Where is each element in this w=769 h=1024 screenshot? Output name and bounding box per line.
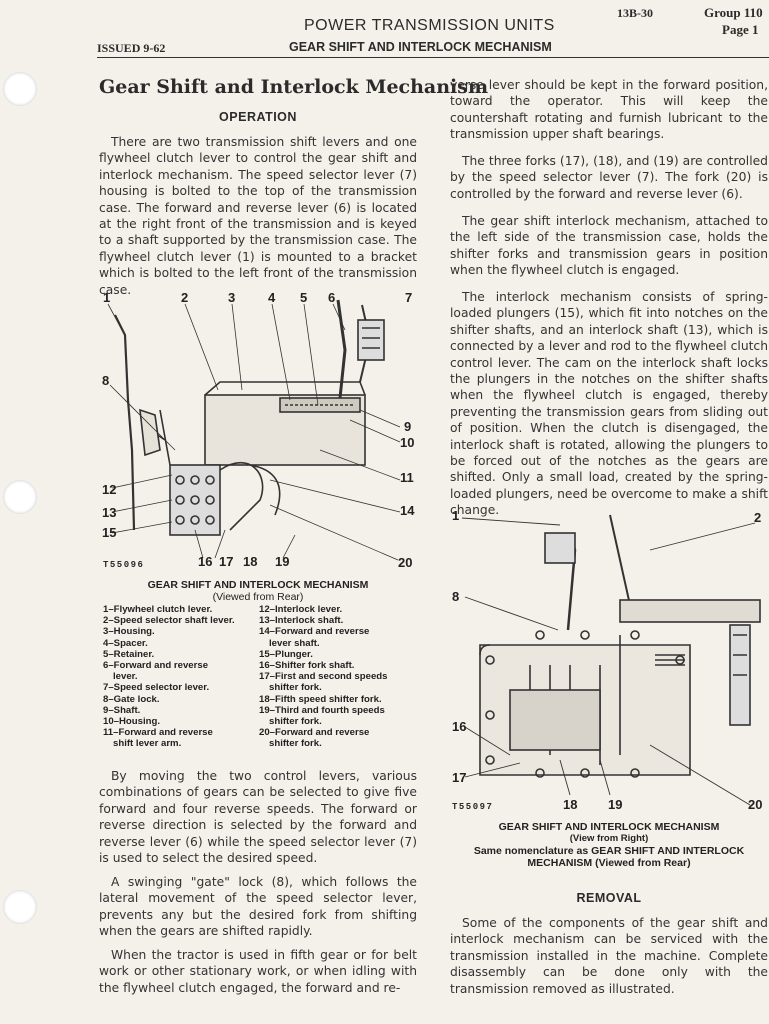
legend-item: 19–Third and fourth speeds — [259, 704, 385, 716]
fig2-callout-2: 2 — [754, 510, 762, 525]
fig2-callout-1: 1 — [452, 508, 460, 523]
page-subtitle: GEAR SHIFT AND INTERLOCK MECHANISM — [289, 40, 552, 54]
paragraph-interlock-attach: The gear shift interlock mechanism, atta… — [450, 214, 768, 278]
legend-item: 20–Forward and reverse — [259, 727, 370, 739]
binder-hole-top — [3, 72, 37, 106]
callout-19: 19 — [275, 554, 290, 569]
callout-3: 3 — [228, 290, 236, 305]
fig2-caption-note-1: Same nomenclature as GEAR SHIFT AND INTE… — [473, 845, 745, 857]
gearshift-rear-illustration — [107, 299, 401, 561]
page-label: Page 1 — [722, 22, 759, 37]
callout-6: 6 — [328, 290, 336, 305]
fig2-callout-16: 16 — [452, 719, 467, 734]
callout-11: 11 — [400, 470, 414, 485]
paragraph-forks: The three forks (17), (18), and (19) are… — [450, 154, 768, 201]
paragraph-combinations: By moving the two control levers, variou… — [99, 769, 417, 866]
gearshift-right-illustration — [461, 514, 761, 806]
callout-16: 16 — [198, 554, 213, 569]
legend-item: 12–Interlock lever. — [259, 604, 343, 615]
figure-caption-sub: (Viewed from Rear) — [212, 591, 304, 603]
paragraph-fifth-gear: When the tractor is used in fifth gear o… — [99, 948, 417, 995]
legend-item: 10–Housing. — [103, 716, 161, 728]
legend-item: lever shaft. — [269, 637, 320, 649]
legend-item: shifter fork. — [269, 716, 322, 728]
legend-item: shifter fork. — [269, 738, 322, 750]
paragraph-removal: Some of the components of the gear shift… — [450, 916, 768, 996]
legend-item: 2–Speed selector shaft lever. — [103, 615, 235, 627]
fig2-number: T55097 — [452, 802, 494, 812]
legend-item: 16–Shifter fork shaft. — [259, 660, 355, 672]
fig2-caption-sub: (View from Right) — [569, 833, 649, 844]
fig2-callout-19: 19 — [608, 797, 623, 812]
issued-label: ISSUED 9-62 — [97, 41, 166, 55]
legend-item: 1–Flywheel clutch lever. — [103, 604, 213, 615]
callout-1: 1 — [103, 290, 111, 305]
legend-item: lever. — [113, 671, 138, 683]
callout-14: 14 — [400, 503, 415, 518]
callout-15: 15 — [102, 525, 117, 540]
callout-4: 4 — [268, 290, 276, 305]
fig2-caption-note-2: MECHANISM (Viewed from Rear) — [527, 857, 691, 869]
legend-item: 17–First and second speeds — [259, 671, 388, 683]
legend-item: 5–Retainer. — [103, 648, 155, 660]
callout-9: 9 — [404, 419, 412, 434]
callout-8: 8 — [102, 373, 110, 388]
legend-item: 15–Plunger. — [259, 648, 313, 660]
fig2-caption: GEAR SHIFT AND INTERLOCK MECHANISM — [498, 821, 720, 833]
legend-item: shifter fork. — [269, 682, 322, 694]
callout-7: 7 — [405, 290, 413, 305]
callout-13: 13 — [102, 505, 117, 520]
header-rule — [97, 57, 769, 58]
legend-item: 7–Speed selector lever. — [103, 682, 210, 694]
paragraph-gate-lock: A swinging "gate" lock (8), which follow… — [99, 875, 417, 939]
legend-item: 13–Interlock shaft. — [259, 615, 344, 627]
legend-item: 9–Shaft. — [103, 704, 141, 716]
legend-item: 14–Forward and reverse — [259, 626, 370, 638]
callout-17: 17 — [219, 554, 234, 569]
figure-caption: GEAR SHIFT AND INTERLOCK MECHANISM — [147, 579, 369, 591]
binder-hole-bottom — [3, 890, 37, 924]
legend-item: 8–Gate lock. — [103, 693, 160, 705]
legend-left: 1–Flywheel clutch lever. 2–Speed selecto… — [103, 604, 235, 750]
callout-18: 18 — [243, 554, 258, 569]
fig2-callout-18: 18 — [563, 797, 578, 812]
fig2-callout-20: 20 — [748, 797, 763, 812]
figure-number: T55096 — [103, 560, 145, 570]
fig2-callout-8: 8 — [452, 589, 460, 604]
legend-item: 4–Spacer. — [103, 637, 148, 649]
paragraph-intro: There are two transmission shift levers … — [99, 135, 417, 297]
binder-hole-middle — [3, 480, 37, 514]
legend-right: 12–Interlock lever. 13–Interlock shaft. … — [259, 604, 388, 750]
legend-item: 11–Forward and reverse — [103, 727, 213, 739]
callout-12: 12 — [102, 482, 117, 497]
page-code: 13B-30 — [617, 6, 653, 20]
paragraph-interlock-detail: The interlock mechanism consists of spri… — [450, 290, 768, 518]
group-label: Group 110 — [704, 5, 763, 20]
fig2-callout-17: 17 — [452, 770, 467, 785]
legend-item: 6–Forward and reverse — [103, 660, 209, 672]
removal-heading: REMOVAL — [576, 891, 642, 905]
paragraph-reverse-lever: verse lever should be kept in the forwar… — [450, 78, 768, 142]
callout-2: 2 — [181, 290, 189, 305]
section-heading: Gear Shift and Interlock Mechanism — [99, 76, 489, 98]
callout-10: 10 — [400, 435, 415, 450]
callout-5: 5 — [300, 290, 308, 305]
operation-heading: OPERATION — [219, 110, 297, 124]
legend-item: 18–Fifth speed shifter fork. — [259, 693, 382, 705]
legend-item: 3–Housing. — [103, 626, 155, 638]
page-title: POWER TRANSMISSION UNITS — [304, 17, 555, 34]
callout-20: 20 — [398, 555, 413, 570]
legend-item: shift lever arm. — [113, 738, 182, 750]
